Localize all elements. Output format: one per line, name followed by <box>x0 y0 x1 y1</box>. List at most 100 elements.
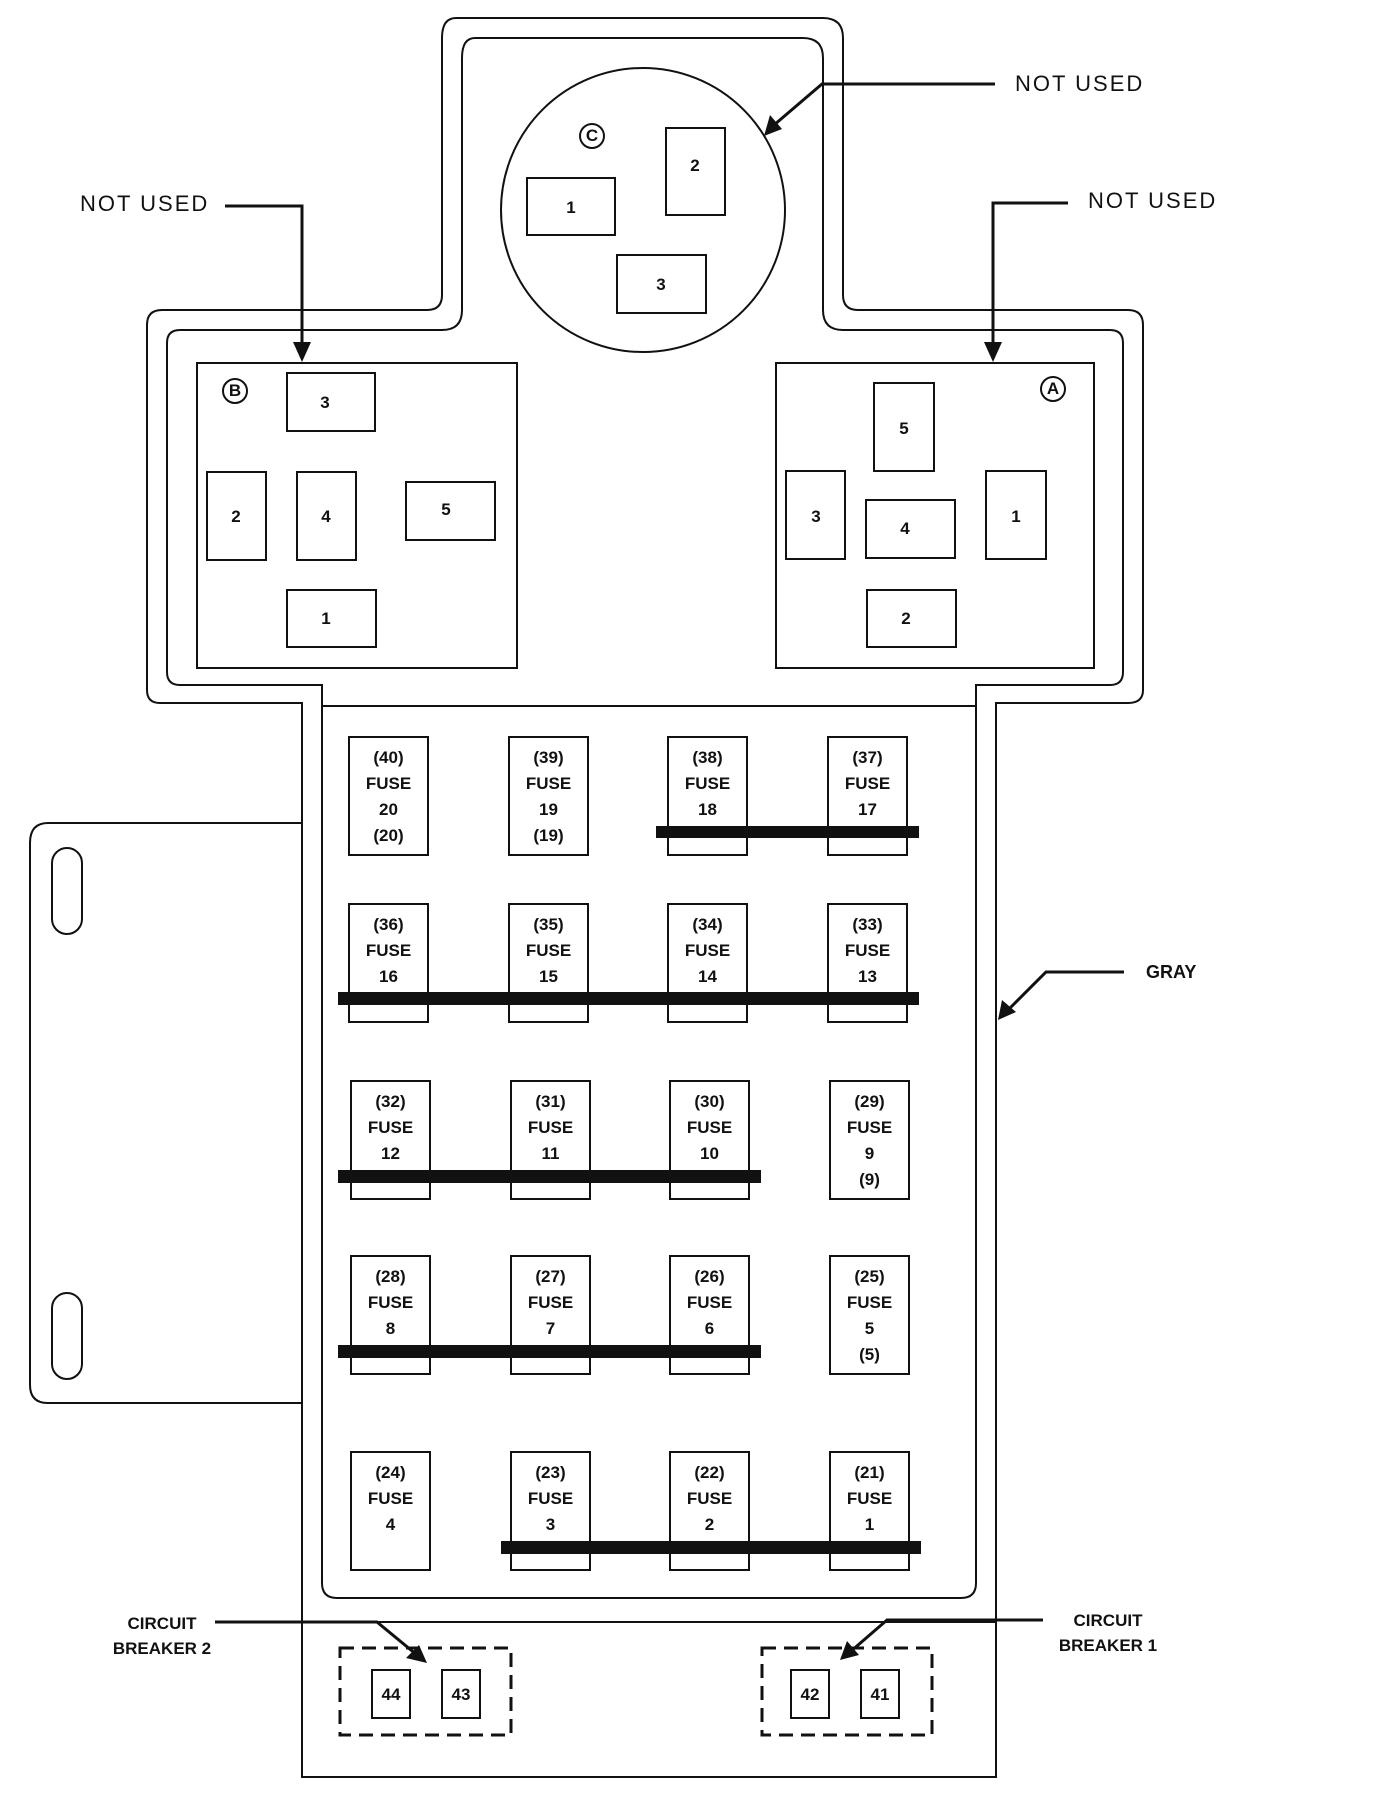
relay-a-3 <box>785 470 846 560</box>
circuit-breaker-1-outline <box>760 1646 934 1737</box>
fuse-number-label: 5 <box>865 1319 874 1338</box>
relay-b-3-label: 3 <box>320 393 329 412</box>
fuse-box <box>510 1080 591 1200</box>
fuse-number-label: 8 <box>386 1319 395 1338</box>
fuse-box <box>348 903 429 1023</box>
relay-c-3 <box>616 254 707 314</box>
housing-outer <box>146 17 1144 1778</box>
fuse-number-label: 3 <box>546 1515 555 1534</box>
fuse-cavity-label: (34) <box>692 915 722 934</box>
fuse-word-label: FUSE <box>687 1293 732 1312</box>
fuse-number-label: 20 <box>379 800 398 819</box>
fuse-box <box>827 736 908 856</box>
breaker-41-label: 41 <box>871 1685 890 1704</box>
fuse-number-label: 12 <box>381 1144 400 1163</box>
fuse-extra-label: (20) <box>373 826 403 845</box>
callout-right-line <box>991 201 1068 352</box>
cb1-label-line1: CIRCUIT <box>1074 1611 1144 1630</box>
relay-c-2-label: 2 <box>690 156 699 175</box>
fuse-word-label: FUSE <box>687 1118 732 1137</box>
fuse-cavity-label: (21) <box>854 1463 884 1482</box>
fuse-number-label: 7 <box>546 1319 555 1338</box>
fuse-slot: (26) FUSE 6 <box>669 1255 750 1375</box>
fuse-box <box>350 1255 431 1375</box>
fuse-cavity-label: (32) <box>375 1092 405 1111</box>
arrow-cb1 <box>840 1641 859 1660</box>
fuse-box <box>510 1255 591 1375</box>
bus-bar-row4 <box>338 1345 761 1358</box>
fuse-cavity-label: (26) <box>694 1267 724 1286</box>
relay-a-4 <box>865 499 956 559</box>
fuse-cavity-label: (28) <box>375 1267 405 1286</box>
relay-b-1 <box>286 589 377 648</box>
bus-bar-row2 <box>338 992 919 1005</box>
fuse-number-label: 1 <box>865 1515 874 1534</box>
fuse-word-label: FUSE <box>847 1293 892 1312</box>
group-a-id: A <box>1047 379 1059 398</box>
fuse-number-label: 6 <box>705 1319 714 1338</box>
breaker-44 <box>371 1669 411 1719</box>
fuse-number-label: 17 <box>858 800 877 819</box>
fuse-word-label: FUSE <box>526 774 571 793</box>
callout-top-line <box>773 82 995 127</box>
cb1-label-line2: BREAKER 1 <box>1059 1636 1157 1655</box>
fuse-cavity-label: (38) <box>692 748 722 767</box>
arrow-left <box>293 342 311 362</box>
fuse-number-label: 9 <box>865 1144 874 1163</box>
fuse-extra-label: (19) <box>533 826 563 845</box>
relay-a-5 <box>873 382 935 472</box>
callout-left-line <box>225 204 304 352</box>
arrow-top <box>764 115 782 136</box>
fuse-word-label: FUSE <box>685 941 730 960</box>
relay-c-1 <box>526 177 616 236</box>
group-b-marker <box>222 378 248 404</box>
mounting-bracket <box>29 822 302 1404</box>
fuse-word-label: FUSE <box>528 1489 573 1508</box>
fuse-number-label: 15 <box>539 967 558 986</box>
relay-a-2 <box>866 589 957 648</box>
relay-a-4-label: 4 <box>900 519 910 538</box>
arrow-right <box>984 342 1002 362</box>
group-a-marker <box>1040 376 1066 402</box>
relay-a-1-label: 1 <box>1011 507 1020 526</box>
fuse-box <box>669 1451 750 1571</box>
bus-bar-row1 <box>656 826 919 838</box>
fuse-box <box>350 1451 431 1571</box>
fuse-cavity-label: (36) <box>373 915 403 934</box>
fuse-box <box>827 903 908 1023</box>
fuse-number-label: 13 <box>858 967 877 986</box>
relay-c-1-label: 1 <box>566 198 575 217</box>
fuse-word-label: FUSE <box>366 941 411 960</box>
relay-c-3-label: 3 <box>656 275 665 294</box>
fuse-slot: (36) FUSE 16 <box>348 903 429 1023</box>
fuse-number-label: 14 <box>698 967 717 986</box>
group-b-id: B <box>229 381 241 400</box>
fuse-number-label: 18 <box>698 800 717 819</box>
fuse-word-label: FUSE <box>847 1118 892 1137</box>
breaker-44-label: 44 <box>382 1685 401 1704</box>
fuse-box <box>669 1080 750 1200</box>
relay-group-b-box <box>196 362 518 669</box>
not-used-top-label: NOT USED <box>1015 71 1144 96</box>
fuse-box <box>350 1080 431 1200</box>
fuse-number-label: 16 <box>379 967 398 986</box>
fuse-cavity-label: (39) <box>533 748 563 767</box>
breaker-42 <box>790 1669 830 1719</box>
relay-b-2 <box>206 471 267 561</box>
fuse-word-label: FUSE <box>845 774 890 793</box>
arrow-gray <box>998 1000 1016 1020</box>
fuse-extra-label: (5) <box>859 1345 880 1364</box>
fuse-number-label: 2 <box>705 1515 714 1534</box>
breaker-41 <box>860 1669 900 1719</box>
